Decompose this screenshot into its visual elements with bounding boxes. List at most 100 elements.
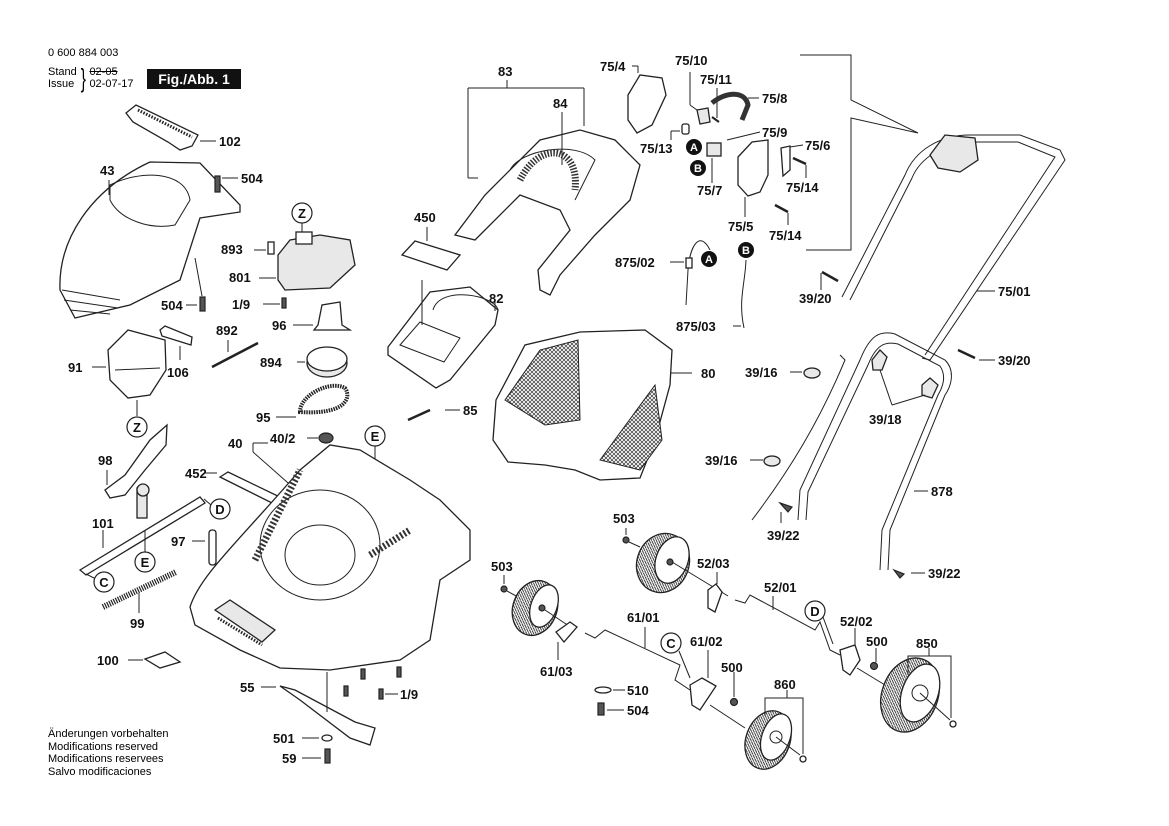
svg-text:E: E — [371, 429, 380, 444]
svg-text:D: D — [215, 502, 224, 517]
label-75-14-a: 75/14 — [786, 180, 819, 195]
label-75-9: 75/9 — [762, 125, 787, 140]
label-39-22-a: 39/22 — [767, 528, 800, 543]
svg-text:Z: Z — [133, 420, 141, 435]
svg-text:A: A — [705, 254, 713, 266]
part-75-11-spring: 75/11 — [700, 72, 732, 123]
label-97: 97 — [171, 534, 185, 549]
footer-notes: Änderungen vorbehalten Modifications res… — [48, 728, 168, 778]
label-75-7: 75/7 — [697, 183, 722, 198]
label-106: 106 — [167, 365, 189, 380]
part-100-label-sheet: 100 — [97, 651, 182, 669]
part-894-pulley: 894 — [260, 346, 348, 378]
revision-labels: Stand Issue — [48, 66, 77, 90]
label-39-22-b: 39/22 — [928, 566, 961, 581]
part-59-bolt: 59 — [282, 748, 331, 766]
svg-text:A: A — [690, 142, 698, 154]
label-510: 510 — [627, 683, 649, 698]
issue-label: Issue — [48, 78, 75, 90]
part-875-02-cable: 875/02 A — [615, 240, 717, 306]
label-96: 96 — [272, 318, 286, 333]
part-39-20-bolt-b: 39/20 — [957, 348, 1031, 368]
label-75-11: 75/11 — [700, 72, 732, 87]
label-52-01: 52/01 — [764, 580, 797, 595]
brace-icon: } — [80, 63, 86, 93]
part-52-03-bracket: 52/03 — [697, 556, 730, 613]
svg-text:D: D — [810, 604, 819, 619]
label-85: 85 — [463, 403, 477, 418]
part-39-22-screw-a: 39/22 — [767, 501, 800, 543]
part-75-5-housing-half: 75/5 — [728, 139, 769, 234]
svg-text:C: C — [666, 636, 676, 651]
label-39-20-a: 39/20 — [799, 291, 832, 306]
label-102: 102 — [219, 134, 241, 149]
part-43-motor-cover: 43 — [59, 161, 241, 319]
wheel-rear-right — [744, 710, 807, 770]
label-850: 850 — [916, 636, 938, 651]
label-95: 95 — [256, 410, 270, 425]
switch-detail-callout — [800, 54, 919, 251]
revision-values: 02-05 02-07-17 — [89, 66, 133, 90]
part-504-screw-bottom: 504 — [597, 702, 649, 718]
part-39-16-knob-b: 39/16 — [705, 453, 781, 468]
part-98-lever: 98 — [98, 423, 168, 499]
label-39-18: 39/18 — [869, 412, 902, 427]
label-40: 40 — [228, 436, 242, 451]
footer-line-es: Salvo modificaciones — [48, 765, 152, 778]
part-101-axle-bar: 101 — [78, 483, 206, 576]
part-55-blade: 55 — [240, 672, 376, 746]
label-43: 43 — [100, 163, 114, 178]
part-52-02-bracket: 52/02 — [839, 614, 873, 676]
label-52-02: 52/02 — [840, 614, 873, 629]
part-75-10-switch: 75/10 — [675, 53, 711, 125]
label-52-03: 52/03 — [697, 556, 730, 571]
part-75-01-upper-handle: 75/01 — [841, 134, 1066, 361]
part-84-handle-grip: 84 — [516, 96, 579, 191]
label-501: 501 — [273, 731, 295, 746]
part-501-washer: 501 — [273, 731, 333, 746]
label-75-01: 75/01 — [998, 284, 1031, 299]
label-39-16-a: 39/16 — [745, 365, 778, 380]
marker-c-right: C — [660, 632, 691, 679]
part-503-nut-a: 503 — [613, 511, 641, 548]
footer-line-de: Änderungen vorbehalten — [48, 728, 169, 740]
label-500-b: 500 — [866, 634, 888, 649]
part-801-motor: 801 — [229, 231, 356, 291]
wheel-rear-left — [635, 532, 729, 597]
label-40-2: 40/2 — [270, 431, 295, 446]
part-75-13-sleeve: 75/13 — [640, 123, 690, 156]
part-893-spacer: 893 — [221, 241, 275, 257]
label-39-20-b: 39/20 — [998, 353, 1031, 368]
part-500-nut-a: 500 — [709, 660, 746, 729]
part-39-20-bolt-a: 39/20 — [799, 270, 839, 306]
wheel-front-right — [880, 657, 957, 733]
label-61-03: 61/03 — [540, 664, 573, 679]
label-860: 860 — [774, 677, 796, 692]
label-504-mid: 504 — [161, 298, 183, 313]
marker-c-left: C — [85, 571, 115, 593]
part-screws-deck: 1/9 — [343, 666, 418, 702]
part-91-holder: 91 — [68, 329, 167, 399]
part-504-screw-mid: 504 — [161, 257, 206, 313]
part-450-label: 450 — [400, 210, 462, 271]
marker-e-left: E — [134, 530, 156, 573]
part-102-carry-handle: 102 — [125, 104, 241, 151]
part-61-01-axle: 61/01 — [584, 610, 691, 691]
label-504-top: 504 — [241, 171, 263, 186]
label-875-03: 875/03 — [676, 319, 716, 334]
label-1-9-b: 1/9 — [400, 687, 418, 702]
label-75-4: 75/4 — [600, 59, 626, 74]
label-503-a: 503 — [613, 511, 635, 526]
label-1-9-a: 1/9 — [232, 297, 250, 312]
svg-text:Z: Z — [298, 206, 306, 221]
part-75-14-screw-b: 75/14 — [769, 203, 802, 243]
part-96-housing: 96 — [272, 301, 353, 333]
part-503-nut-b: 503 — [491, 559, 519, 598]
label-84: 84 — [553, 96, 568, 111]
label-82: 82 — [489, 291, 503, 306]
part-80-grass-bag: 80 — [492, 329, 715, 481]
footer-line-fr: Modifications reservees — [48, 753, 164, 765]
label-75-13: 75/13 — [640, 141, 673, 156]
label-80: 80 — [701, 366, 715, 381]
